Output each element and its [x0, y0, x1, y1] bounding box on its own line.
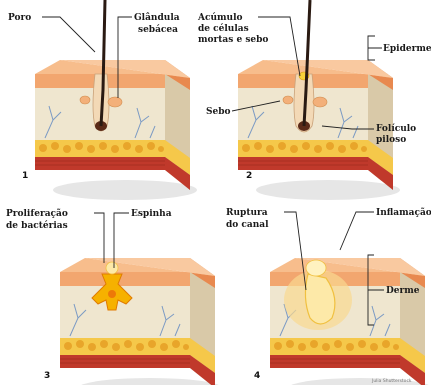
panel-number-3: 3 — [44, 371, 50, 381]
label-sebo: Sebo — [206, 107, 231, 117]
label-ruptura-line1: Ruptura — [226, 208, 268, 218]
label-inflamacao: Inflamação — [376, 207, 431, 218]
label-proliferacao-line2: de bactérias — [6, 220, 68, 231]
label-poro: Poro — [8, 13, 31, 23]
panel-number-4: 4 — [254, 371, 260, 381]
label-derme: Derme — [386, 286, 420, 296]
panel-number-1: 1 — [22, 171, 28, 181]
panel-2 — [238, 0, 400, 200]
panel-3 — [60, 258, 222, 385]
label-foliculo-line2: piloso — [376, 135, 406, 145]
label-ruptura-line2: do canal — [226, 220, 269, 230]
label-glandula-line1: Glândula — [134, 12, 180, 23]
leader-epiderme — [368, 36, 382, 60]
label-epiderme: Epiderme — [383, 44, 431, 54]
label-espinha: Espinha — [131, 209, 172, 219]
panel-number-2: 2 — [246, 171, 252, 181]
leader-inflamacao — [340, 212, 374, 250]
label-acumulo-line3: mortas e sebo — [198, 35, 268, 45]
leader-poro — [42, 17, 95, 52]
label-acumulo-line2: de células — [198, 23, 249, 34]
leader-proliferacao — [94, 213, 104, 263]
panel-4 — [270, 258, 431, 385]
label-glandula-line2: sebácea — [138, 24, 178, 35]
label-proliferacao-line1: Proliferação — [6, 208, 68, 219]
image-credit: Julia Shutterstock — [371, 378, 412, 384]
label-foliculo-line1: Folículo — [376, 123, 416, 134]
label-acumulo-line1: Acúmulo — [197, 12, 243, 23]
